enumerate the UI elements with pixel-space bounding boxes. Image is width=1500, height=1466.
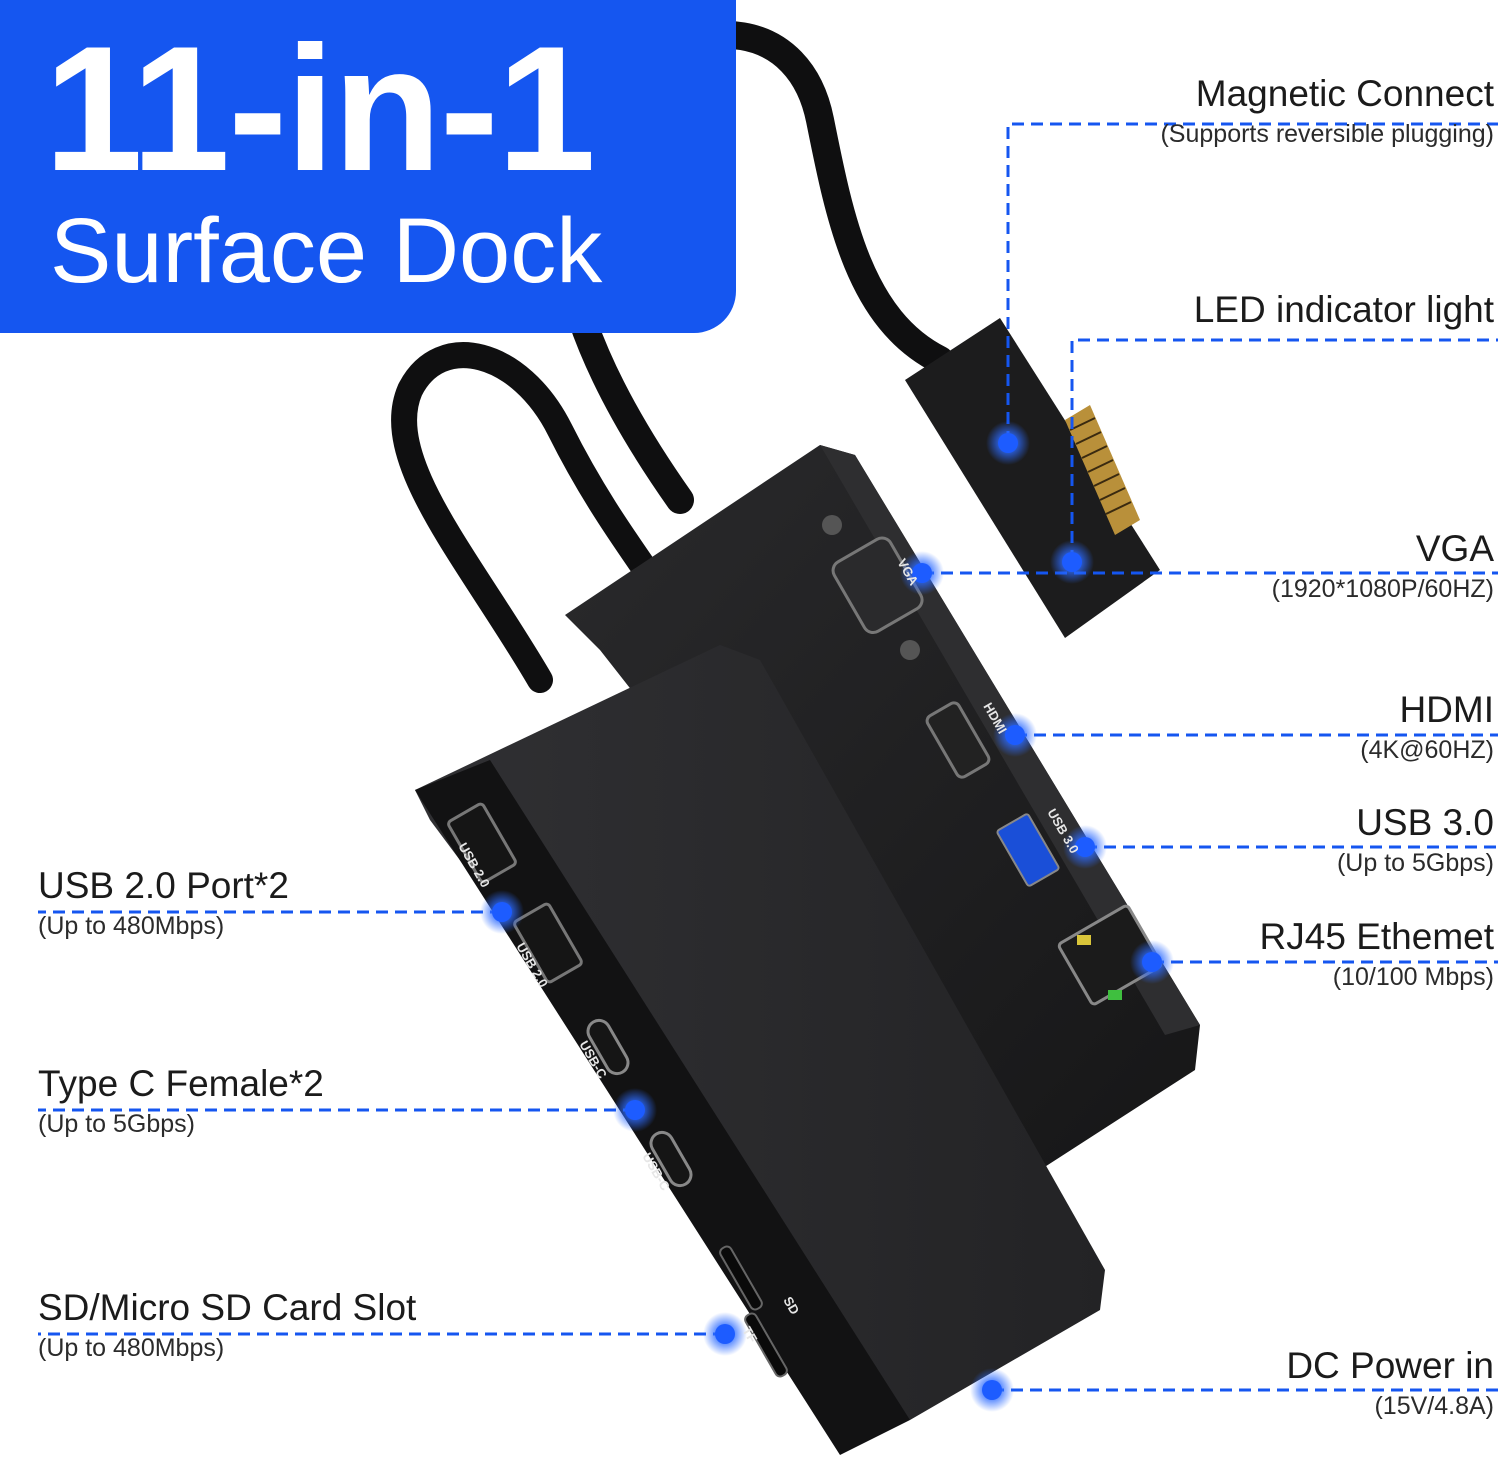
banner-title: 11-in-1 bbox=[44, 9, 596, 208]
callout-sd-title: SD/Micro SD Card Slot bbox=[38, 1287, 417, 1328]
callout-dc: DC Power in (15V/4.8A) bbox=[1286, 1345, 1494, 1421]
callout-typec-title: Type C Female*2 bbox=[38, 1063, 324, 1104]
tf-marking: TF bbox=[739, 1324, 760, 1345]
callout-rj45-sub: (10/100 Mbps) bbox=[1332, 962, 1494, 991]
callout-vga-sub: (1920*1080P/60HZ) bbox=[1271, 574, 1494, 603]
banner-subtitle: Surface Dock bbox=[50, 200, 603, 302]
dot-sd bbox=[703, 1312, 747, 1356]
callout-usb2: USB 2.0 Port*2 (Up to 480Mbps) bbox=[38, 865, 289, 941]
callout-usb2-title: USB 2.0 Port*2 bbox=[38, 865, 289, 906]
callout-usb3: USB 3.0 (Up to 5Gbps) bbox=[1336, 802, 1494, 878]
dot-dc bbox=[970, 1368, 1014, 1412]
title-banner: 11-in-1 Surface Dock bbox=[0, 0, 736, 333]
callout-magnetic: Magnetic Connect (Supports reversible pl… bbox=[1160, 73, 1494, 149]
callout-dc-sub: (15V/4.8A) bbox=[1374, 1391, 1494, 1420]
callout-dots bbox=[480, 421, 1174, 1412]
magnetic-connector bbox=[905, 318, 1160, 638]
callout-sd-sub: (Up to 480Mbps) bbox=[38, 1333, 225, 1362]
callout-magnetic-title: Magnetic Connect bbox=[1195, 73, 1494, 114]
callout-vga-title: VGA bbox=[1415, 528, 1494, 569]
callout-hdmi-sub: (4K@60HZ) bbox=[1360, 735, 1494, 764]
dot-usb3 bbox=[1063, 825, 1107, 869]
dot-typec bbox=[613, 1088, 657, 1132]
callout-typec: Type C Female*2 (Up to 5Gbps) bbox=[38, 1063, 324, 1139]
dot-led bbox=[1050, 540, 1094, 584]
callout-usb3-sub: (Up to 5Gbps) bbox=[1336, 848, 1494, 877]
callout-usb2-sub: (Up to 480Mbps) bbox=[38, 911, 225, 940]
callout-hdmi: HDMI (4K@60HZ) bbox=[1360, 689, 1494, 765]
callout-rj45-title: RJ45 Ethemet bbox=[1259, 916, 1494, 957]
dot-vga bbox=[900, 551, 944, 595]
dot-usb2 bbox=[480, 890, 524, 934]
callout-led-title: LED indicator light bbox=[1193, 289, 1494, 330]
dot-magnetic bbox=[986, 421, 1030, 465]
callout-rj45: RJ45 Ethemet (10/100 Mbps) bbox=[1259, 916, 1494, 992]
leader-lines bbox=[38, 122, 1498, 1392]
callout-sd: SD/Micro SD Card Slot (Up to 480Mbps) bbox=[38, 1287, 417, 1363]
dot-hdmi bbox=[993, 713, 1037, 757]
dot-rj45 bbox=[1130, 940, 1174, 984]
callout-magnetic-sub: (Supports reversible plugging) bbox=[1160, 119, 1494, 148]
front-dock bbox=[415, 645, 1105, 1455]
callout-dc-title: DC Power in bbox=[1286, 1345, 1494, 1386]
callout-typec-sub: (Up to 5Gbps) bbox=[38, 1109, 196, 1138]
callout-usb3-title: USB 3.0 bbox=[1356, 802, 1494, 843]
callout-led: LED indicator light bbox=[1193, 289, 1494, 331]
callout-hdmi-title: HDMI bbox=[1399, 689, 1494, 730]
callout-vga: VGA (1920*1080P/60HZ) bbox=[1271, 528, 1494, 604]
